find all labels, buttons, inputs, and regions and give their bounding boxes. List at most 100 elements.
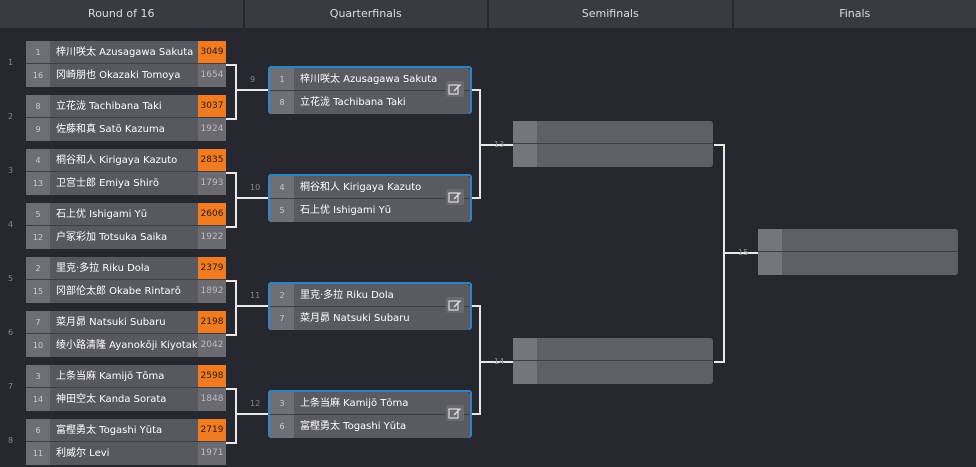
connector-line bbox=[479, 361, 513, 363]
score-value: 1971 bbox=[198, 442, 226, 465]
seed-number: 1 bbox=[270, 68, 294, 90]
connector-line bbox=[235, 305, 268, 307]
match-semifinal[interactable] bbox=[513, 338, 713, 384]
connector-line bbox=[714, 144, 724, 146]
match-final[interactable] bbox=[758, 229, 958, 275]
participant-name bbox=[782, 229, 958, 251]
participant-name: 立花泷 Tachibana Taki bbox=[56, 101, 162, 112]
seed-number: 2 bbox=[270, 284, 294, 306]
round-header-quarterfinals: Quarterfinals bbox=[244, 0, 489, 28]
participant-name: 冈崎朋也 Okazaki Tomoya bbox=[56, 70, 181, 81]
participant-row[interactable]: 11 利威尔 Levi 1971 bbox=[26, 442, 226, 465]
connector-line bbox=[235, 388, 237, 444]
seed-number bbox=[513, 121, 537, 143]
seed-number bbox=[513, 144, 537, 167]
participant-name: 户冢彩加 Totsuka Saika bbox=[56, 232, 168, 243]
score-value: 2198 bbox=[198, 311, 226, 333]
seed-number: 16 bbox=[26, 64, 50, 87]
match-number: 10 bbox=[250, 183, 261, 192]
connector-line bbox=[235, 172, 237, 228]
edit-icon[interactable] bbox=[446, 297, 464, 313]
match-number: 7 bbox=[8, 382, 14, 391]
connector-line bbox=[226, 64, 236, 66]
participant-row-empty[interactable] bbox=[758, 252, 958, 275]
participant-row-empty[interactable] bbox=[513, 338, 713, 361]
edit-icon[interactable] bbox=[446, 81, 464, 97]
seed-number: 10 bbox=[26, 334, 50, 357]
participant-row[interactable]: 7 菜月昴 Natsuki Subaru 2198 bbox=[26, 311, 226, 334]
connector-line bbox=[472, 305, 480, 307]
participant-row[interactable]: 12 户冢彩加 Totsuka Saika 1922 bbox=[26, 226, 226, 249]
participant-row-empty[interactable] bbox=[513, 361, 713, 384]
seed-number: 15 bbox=[26, 280, 50, 303]
match-number: 4 bbox=[8, 220, 14, 229]
edit-icon[interactable] bbox=[446, 189, 464, 205]
seed-number: 11 bbox=[26, 442, 50, 465]
seed-number: 7 bbox=[26, 311, 50, 333]
score-value: 2835 bbox=[198, 149, 226, 171]
connector-line bbox=[235, 197, 268, 199]
seed-number: 13 bbox=[26, 172, 50, 195]
seed-number bbox=[513, 361, 537, 384]
match-semifinal[interactable] bbox=[513, 121, 713, 167]
participant-name: 菜月昴 Natsuki Subaru bbox=[300, 313, 410, 324]
connector-line bbox=[479, 144, 513, 146]
seed-number bbox=[758, 229, 782, 251]
seed-number: 3 bbox=[26, 365, 50, 387]
connector-line bbox=[226, 388, 236, 390]
seed-number bbox=[513, 338, 537, 360]
score-value: 2719 bbox=[198, 419, 226, 441]
participant-name bbox=[537, 338, 713, 360]
participant-name: 富樫勇太 Togashi Yūta bbox=[56, 425, 163, 436]
seed-number: 8 bbox=[26, 95, 50, 117]
seed-number: 14 bbox=[26, 388, 50, 411]
match-number: 3 bbox=[8, 166, 14, 175]
participant-row-empty[interactable] bbox=[513, 121, 713, 144]
participant-name: 菜月昴 Natsuki Subaru bbox=[56, 317, 166, 328]
edit-icon[interactable] bbox=[446, 405, 464, 421]
participant-row-empty[interactable] bbox=[758, 229, 958, 252]
score-value: 2598 bbox=[198, 365, 226, 387]
score-value: 1922 bbox=[198, 226, 226, 249]
round-header-bar: Round of 16 Quarterfinals Semifinals Fin… bbox=[0, 0, 976, 28]
round-header-finals: Finals bbox=[733, 0, 976, 28]
participant-name: 利威尔 Levi bbox=[56, 448, 110, 459]
connector-line bbox=[714, 361, 724, 363]
connector-line bbox=[472, 89, 480, 91]
participant-row-empty[interactable] bbox=[513, 144, 713, 167]
seed-number: 12 bbox=[26, 226, 50, 249]
